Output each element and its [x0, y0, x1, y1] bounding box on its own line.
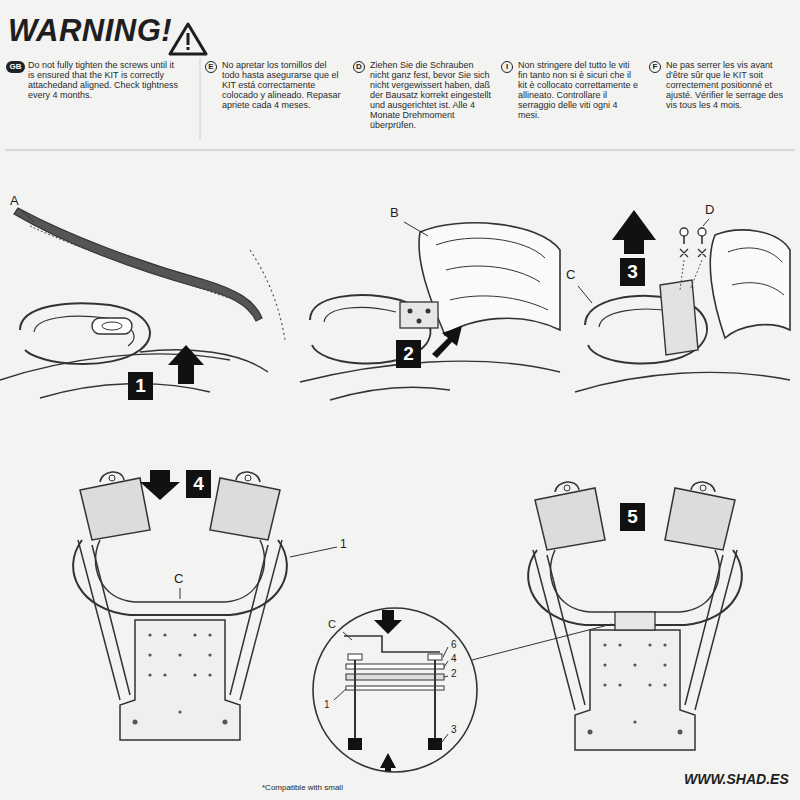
step-number: 2	[403, 343, 414, 364]
callout-number: 3	[451, 724, 457, 735]
language-badge: E	[205, 61, 217, 73]
warning-text: Ziehen Sie die Schrauben nicht ganz fest…	[370, 60, 494, 131]
footnote: *Compatible with small	[262, 784, 343, 793]
label-holder: 2	[451, 668, 457, 679]
label-holder: Non stringere del tutto le viti fin tant…	[518, 60, 640, 120]
label-holder: 6	[451, 639, 457, 650]
step-number-box: 3	[620, 258, 645, 286]
part-letter: C	[328, 618, 336, 630]
step-number: 4	[193, 473, 204, 494]
language-badge: GB	[6, 61, 25, 73]
label-holder: D	[705, 203, 714, 218]
step-number: 3	[627, 261, 638, 282]
step-number-box: 4	[186, 470, 211, 498]
language-code: D	[356, 63, 362, 72]
language-code: GB	[10, 63, 22, 72]
callout-number: 2	[451, 668, 457, 679]
label-holder: Ne pas serrer les vis avant d'être sûr q…	[666, 60, 786, 110]
part-letter: D	[705, 203, 714, 218]
step-number-box: 1	[128, 372, 153, 400]
warning-title: WARNING!	[8, 14, 172, 49]
callout-number: 6	[451, 639, 457, 650]
label-holder: C	[174, 572, 183, 587]
label-holder: No apretar los tornillos del todo hasta …	[222, 60, 346, 110]
language-code: E	[208, 63, 213, 72]
label-holder: A	[10, 194, 19, 209]
warning-text: Ne pas serrer les vis avant d'être sûr q…	[666, 60, 786, 110]
part-letter: A	[10, 194, 19, 209]
language-code: F	[653, 63, 658, 72]
part-letter: C	[174, 572, 183, 587]
warning-text: No apretar los tornillos del todo hasta …	[222, 60, 346, 110]
language-badge: I	[501, 61, 513, 73]
callout-number: 1	[340, 538, 347, 551]
label-holder: WWW.SHAD.ES	[684, 772, 789, 788]
step-number-box: 5	[620, 503, 645, 531]
title-holder: WARNING!	[8, 14, 172, 49]
step-number-box: 2	[396, 340, 421, 368]
label-holder: B	[390, 206, 399, 221]
language-badge: D	[353, 61, 365, 73]
part-letter: C	[566, 268, 575, 283]
label-holder: 4	[451, 653, 457, 664]
label-holder: C	[328, 618, 336, 630]
warning-text: Do not fully tighten the screws until it…	[28, 60, 180, 100]
label-holder: *Compatible with small	[262, 784, 343, 793]
label-holder: Ziehen Sie die Schrauben nicht ganz fest…	[370, 60, 494, 131]
callout-number: 4	[451, 653, 457, 664]
callout-number: 1	[324, 699, 330, 710]
label-holder: 3	[451, 724, 457, 735]
label-holder: Do not fully tighten the screws until it…	[28, 60, 180, 100]
step-number: 1	[135, 375, 146, 396]
website: WWW.SHAD.ES	[684, 772, 789, 788]
label-holder: 1	[340, 538, 347, 551]
label-holder: 1	[324, 699, 330, 710]
warning-text: Non stringere del tutto le viti fin tant…	[518, 60, 640, 120]
part-letter: B	[390, 206, 399, 221]
step-number: 5	[627, 506, 638, 527]
language-badge: F	[649, 61, 661, 73]
language-code: I	[506, 63, 508, 72]
label-holder: C	[566, 268, 575, 283]
